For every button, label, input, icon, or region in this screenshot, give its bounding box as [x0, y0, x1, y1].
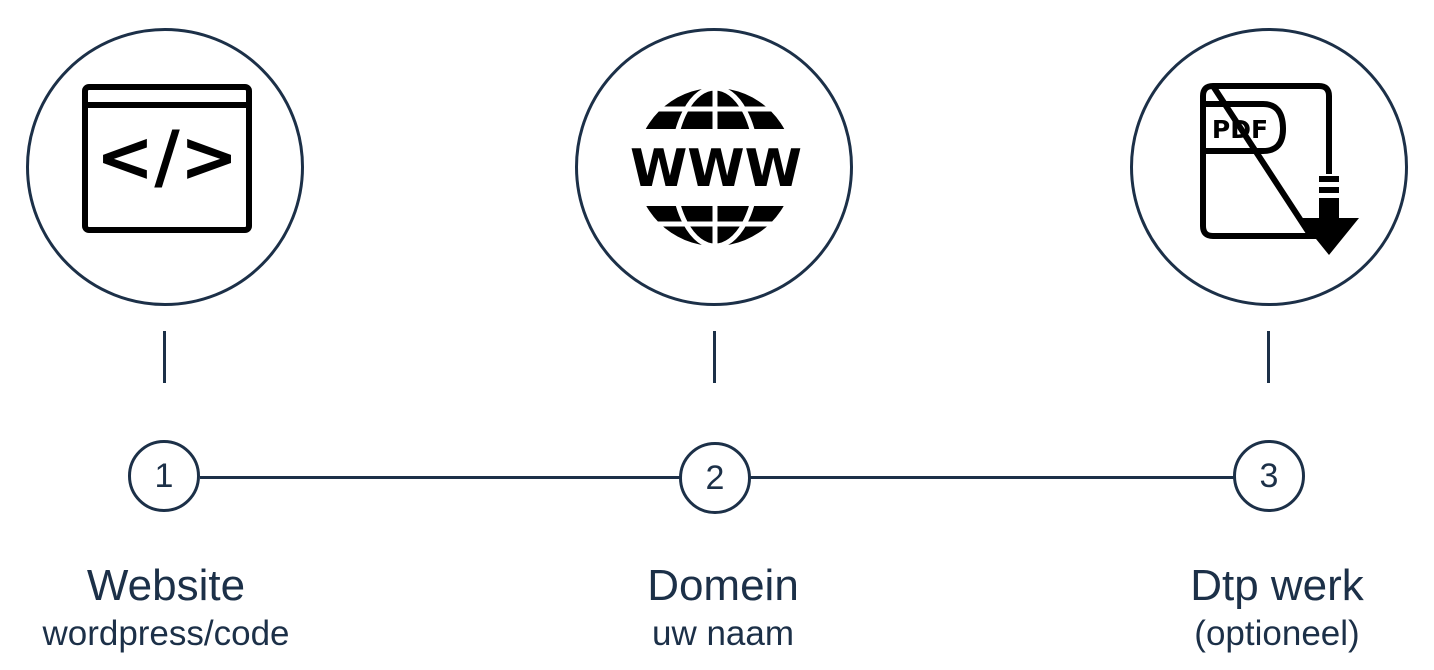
step-1-number-text: 1 [154, 456, 174, 495]
step-1-connector [163, 331, 166, 383]
step-2-title: Domein [647, 561, 799, 610]
step-2-connector [713, 331, 716, 383]
pdf-download-icon: PDF [1200, 82, 1359, 255]
step-1-label: Website wordpress/code [6, 560, 326, 656]
step-3-label: Dtp werk (optioneel) [1117, 560, 1434, 656]
step-3-title: Dtp werk [1190, 561, 1364, 610]
step-3-connector [1267, 331, 1270, 383]
step-1-subtitle: wordpress/code [42, 614, 290, 653]
step-1-icon-circle: </> [26, 28, 304, 306]
step-3-icon-circle: PDF [1130, 28, 1408, 306]
step-3-number: 3 [1233, 440, 1305, 512]
step-2-icon-circle: WWW [575, 28, 853, 306]
svg-text:</>: </> [96, 116, 239, 198]
www-globe-icon: WWW [628, 85, 802, 249]
code-window-icon: </> [82, 84, 252, 233]
step-1-number: 1 [128, 440, 200, 512]
step-3-number-text: 3 [1259, 456, 1279, 495]
svg-text:PDF: PDF [1212, 115, 1268, 144]
step-3-subtitle: (optioneel) [1194, 614, 1360, 653]
step-2-number: 2 [679, 442, 751, 514]
svg-text:WWW: WWW [630, 139, 802, 199]
step-2-subtitle: uw naam [651, 614, 795, 653]
step-2-number-text: 2 [705, 458, 725, 497]
step-2-label: Domein uw naam [563, 560, 883, 656]
step-1-title: Website [86, 561, 246, 610]
